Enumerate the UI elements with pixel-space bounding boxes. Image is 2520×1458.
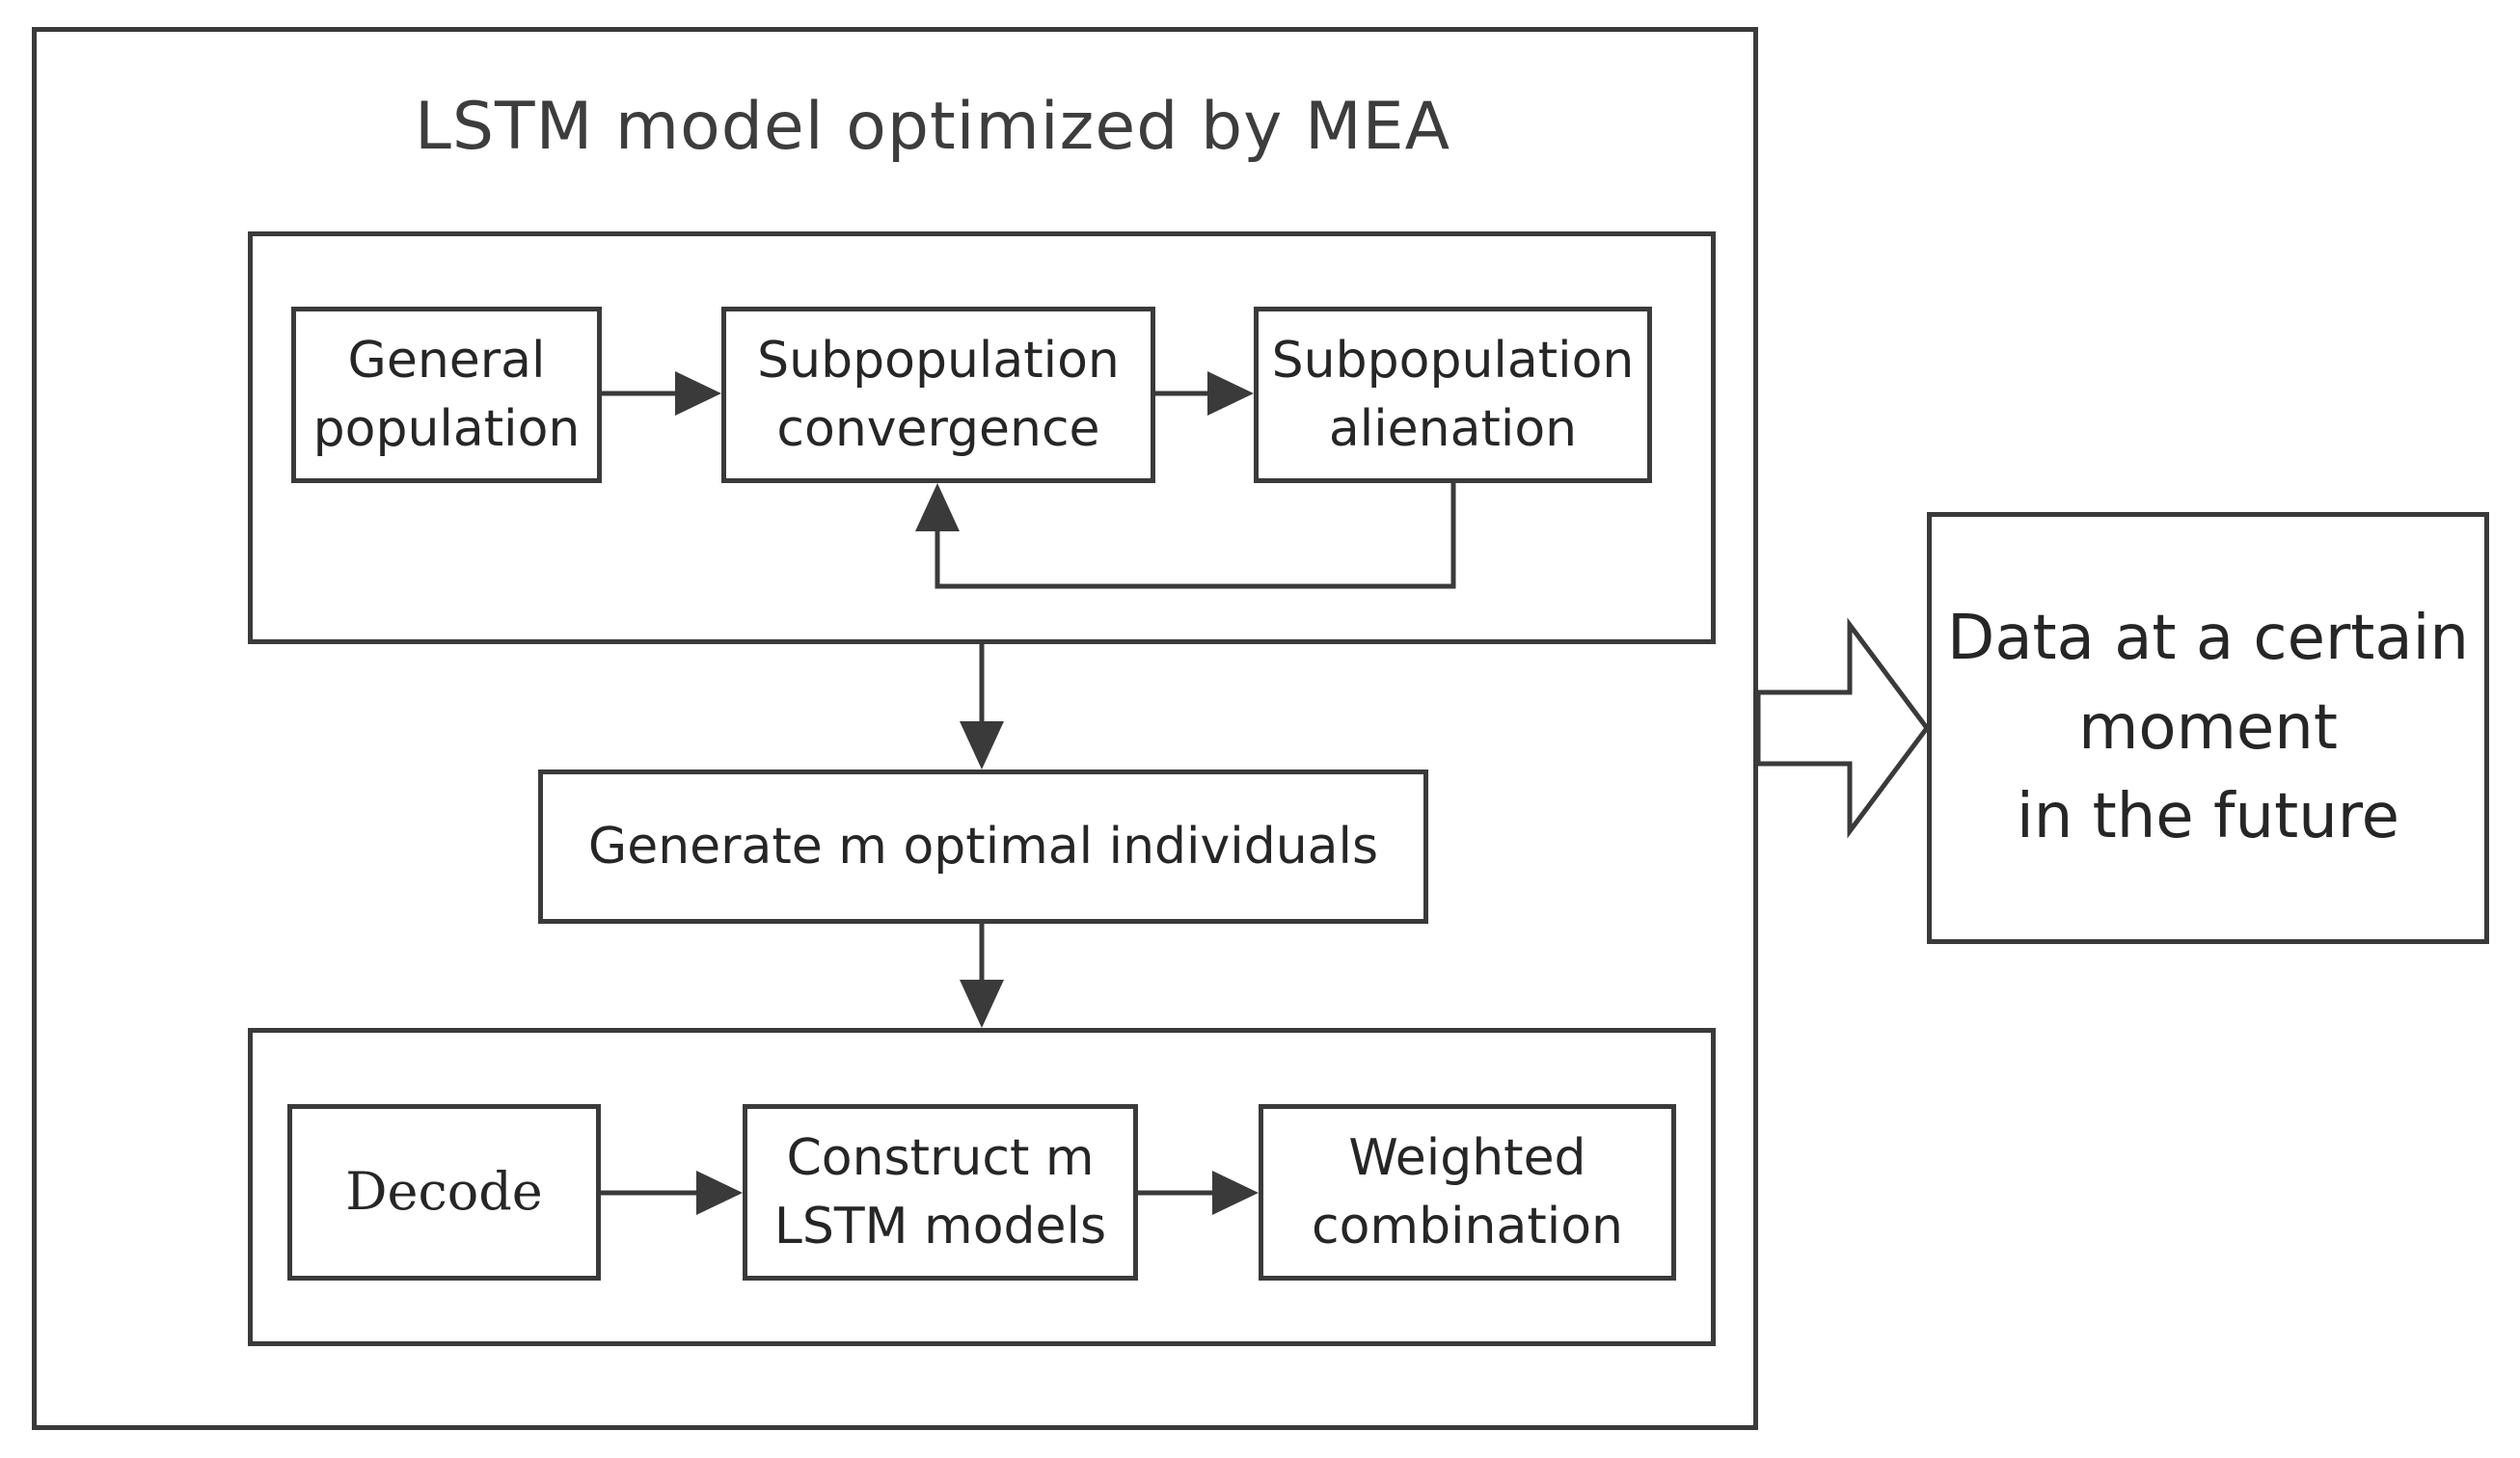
- subpopulation-alienation-node: Subpopulation alienation: [1254, 307, 1652, 483]
- subpopulation-convergence-node: Subpopulation convergence: [721, 307, 1155, 483]
- future-data-output-node: Data at a certain moment in the future: [1927, 512, 2489, 944]
- output-hollow-arrow: [1755, 617, 1931, 839]
- general-population-node: General population: [291, 307, 602, 483]
- diagram-title: LSTM model optimized by MEA: [415, 89, 1451, 165]
- weighted-combination-node: Weighted combination: [1259, 1104, 1676, 1281]
- decode-node: Decode: [287, 1104, 601, 1281]
- construct-lstm-models-node: Construct m LSTM models: [743, 1104, 1138, 1281]
- generate-optimal-individuals-node: Generate m optimal individuals: [538, 770, 1428, 924]
